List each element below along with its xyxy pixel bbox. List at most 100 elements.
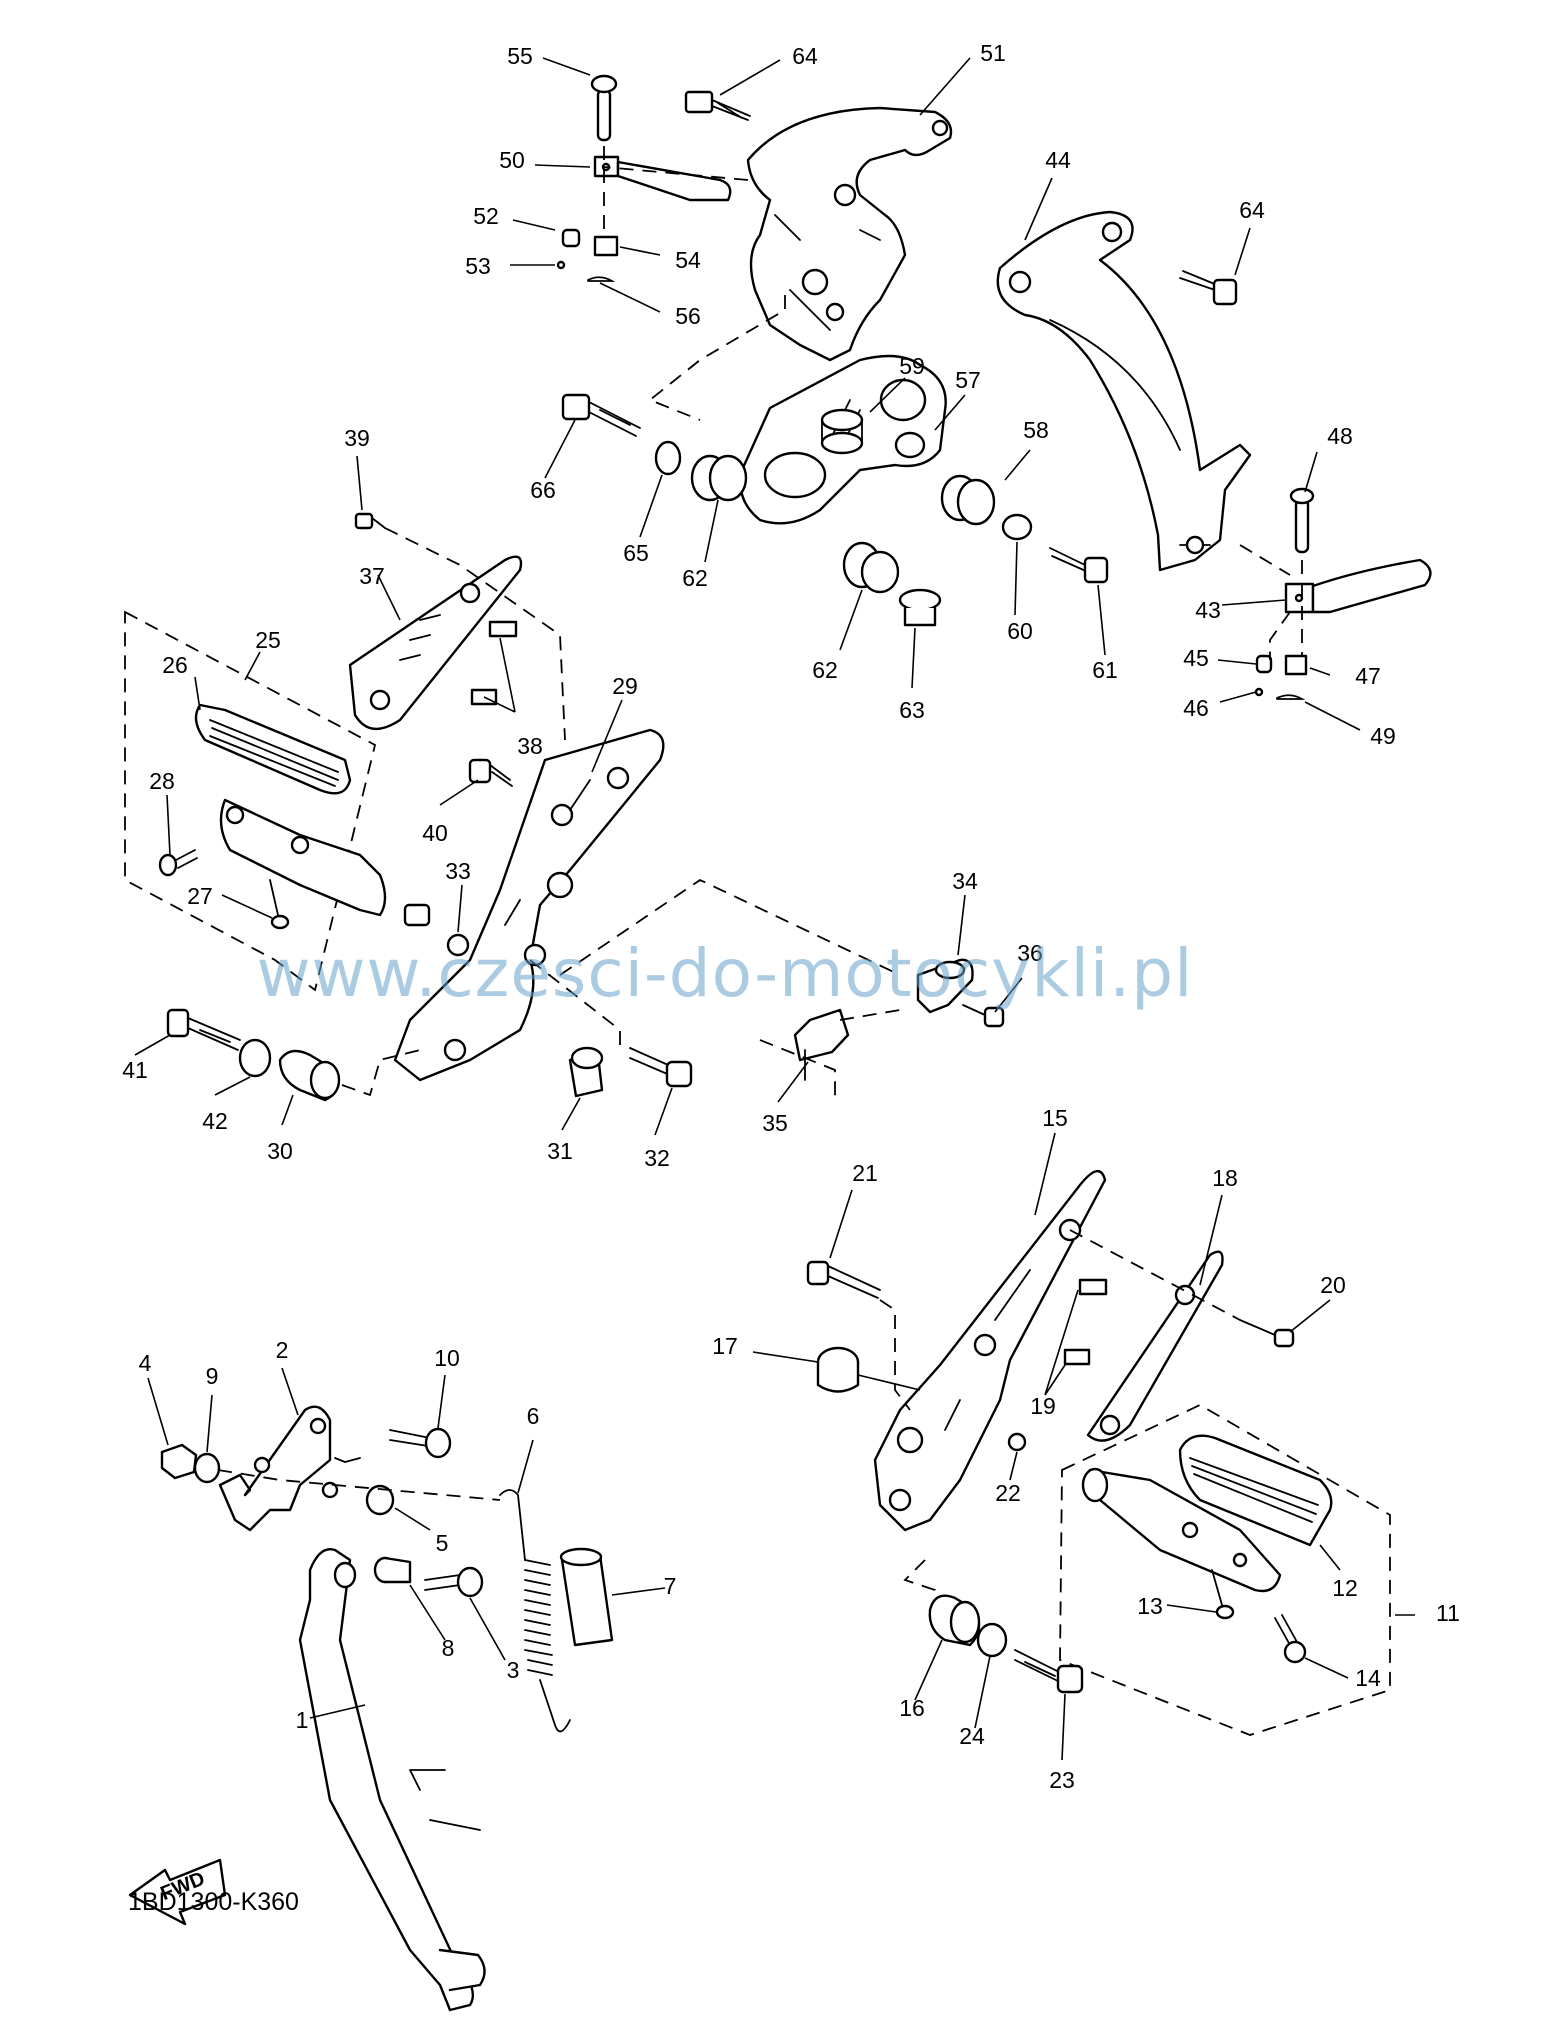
callout-9: 9 xyxy=(206,1363,219,1389)
clamp-34 xyxy=(916,958,974,1014)
bushing-62-upper xyxy=(690,454,748,502)
callout-41: 41 xyxy=(122,1057,148,1083)
bushing-58 xyxy=(940,474,996,526)
callout-38: 38 xyxy=(517,733,543,759)
footpeg-bar-right xyxy=(1081,1467,1282,1593)
screw-36 xyxy=(962,1004,1005,1028)
callout-35: 35 xyxy=(762,1110,788,1136)
screw-20 xyxy=(1239,1319,1295,1348)
callout-29: 29 xyxy=(612,673,638,699)
callout-28: 28 xyxy=(149,768,175,794)
callout-1: 1 xyxy=(296,1707,309,1733)
callout-50: 50 xyxy=(499,147,525,173)
bolt-41 xyxy=(166,1008,241,1051)
forward-direction-icon: FWD xyxy=(128,1858,227,1926)
screw-39 xyxy=(354,512,386,530)
callout-44: 44 xyxy=(1045,147,1071,173)
callout-22: 22 xyxy=(995,1480,1021,1506)
bolt-61 xyxy=(1049,547,1109,584)
heel-guard-18 xyxy=(1086,1250,1224,1442)
bolt-32 xyxy=(629,1047,693,1088)
footpeg-group-11 xyxy=(1059,1403,1391,1736)
rear-bracket-left-51 xyxy=(746,106,953,362)
callout-66: 66 xyxy=(530,477,556,503)
callout-17: 17 xyxy=(712,1333,738,1359)
callout-52: 52 xyxy=(473,203,499,229)
screw-27 xyxy=(269,879,290,930)
callout-21: 21 xyxy=(852,1160,878,1186)
callout-25: 25 xyxy=(255,627,281,653)
callout-40: 40 xyxy=(422,820,448,846)
callout-32: 32 xyxy=(644,1145,670,1171)
callout-23: 23 xyxy=(1049,1767,1075,1793)
bushing-59 xyxy=(820,408,864,455)
callout-14: 14 xyxy=(1355,1665,1381,1691)
footrest-bracket-29 xyxy=(393,728,665,1082)
screw-28 xyxy=(158,849,198,877)
damper-31 xyxy=(568,1046,604,1098)
callout-16: 16 xyxy=(899,1695,925,1721)
callout-62: 62 xyxy=(682,565,708,591)
callout-55: 55 xyxy=(507,43,533,69)
footpeg-rubber-26 xyxy=(194,703,352,795)
sleeve-7 xyxy=(559,1547,614,1647)
callout-15: 15 xyxy=(1042,1105,1068,1131)
footpeg-29-bar xyxy=(219,798,431,927)
collar-8 xyxy=(373,1556,412,1584)
callout-labels: 55 64 51 50 52 54 53 56 44 64 59 57 58 6… xyxy=(122,40,1460,1793)
washer-42 xyxy=(238,1038,272,1078)
callout-36: 36 xyxy=(1017,940,1043,966)
damper-17 xyxy=(816,1346,860,1393)
callout-11: 11 xyxy=(1436,1600,1460,1626)
callout-37: 37 xyxy=(359,563,385,589)
callout-12: 12 xyxy=(1332,1575,1358,1601)
callout-61: 61 xyxy=(1092,657,1118,683)
damper-16 xyxy=(928,1594,981,1647)
callout-30: 30 xyxy=(267,1138,293,1164)
clamp-35 xyxy=(793,1008,850,1081)
watermark-text: www.czesci-do-motocykli.pl xyxy=(256,935,1194,1012)
callout-57: 57 xyxy=(955,367,981,393)
callout-10: 10 xyxy=(434,1345,460,1371)
callout-13: 13 xyxy=(1137,1593,1163,1619)
bolt-66 xyxy=(561,393,641,437)
callout-59: 59 xyxy=(899,353,925,379)
callout-7: 7 xyxy=(664,1573,677,1599)
callout-20: 20 xyxy=(1320,1272,1346,1298)
leader-lines xyxy=(134,57,1415,1761)
washer-24 xyxy=(976,1622,1008,1658)
callout-31: 31 xyxy=(547,1138,573,1164)
callout-4: 4 xyxy=(139,1350,152,1376)
callout-56: 56 xyxy=(675,303,701,329)
washer-33 xyxy=(446,933,470,957)
bolt-40 xyxy=(468,758,513,787)
callout-18: 18 xyxy=(1212,1165,1238,1191)
bolt-64-upper xyxy=(684,90,751,121)
bolt-23 xyxy=(1014,1649,1084,1694)
callout-33: 33 xyxy=(445,858,471,884)
bolt-10 xyxy=(334,1427,452,1463)
footpeg-group-25 xyxy=(124,610,377,992)
washer-60 xyxy=(1001,513,1033,541)
callout-47: 47 xyxy=(1355,663,1381,689)
pillion-footpeg-arm-43 xyxy=(1254,487,1432,700)
washer-9 xyxy=(193,1452,221,1484)
callout-19: 19 xyxy=(1030,1393,1056,1419)
callout-51: 51 xyxy=(980,40,1006,66)
callout-58: 58 xyxy=(1023,417,1049,443)
callout-62: 62 xyxy=(812,657,838,683)
callout-45: 45 xyxy=(1183,645,1209,671)
heel-guard-37 xyxy=(348,555,523,730)
callout-53: 53 xyxy=(465,253,491,279)
callout-8: 8 xyxy=(442,1635,455,1661)
pad-38 xyxy=(470,620,518,706)
sidestand-1 xyxy=(298,1548,486,2012)
callout-64: 64 xyxy=(1239,197,1265,223)
callout-24: 24 xyxy=(959,1723,985,1749)
screw-13 xyxy=(1211,1569,1235,1620)
callout-54: 54 xyxy=(675,247,701,273)
bushing-62-lower xyxy=(842,541,900,594)
spring-6 xyxy=(499,1489,571,1733)
callout-43: 43 xyxy=(1195,597,1221,623)
diagram-reference-code: 1BD1300-K360 xyxy=(128,1888,299,1916)
